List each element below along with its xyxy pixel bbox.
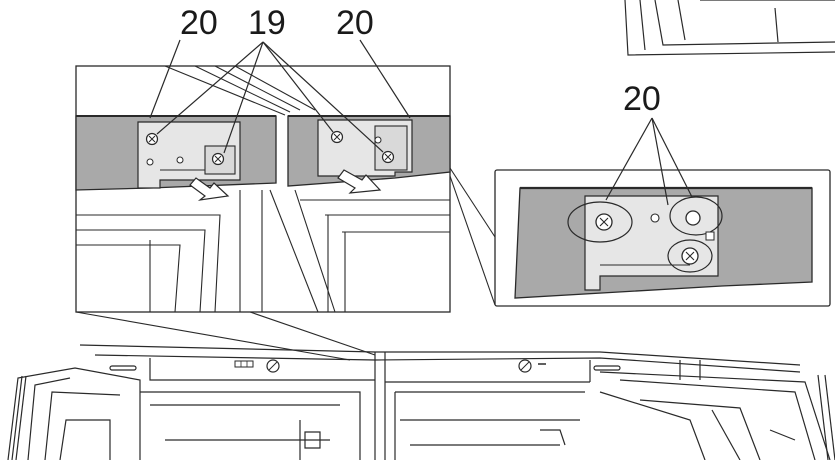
screw-icon — [211, 152, 225, 166]
projection-lines — [75, 311, 376, 361]
refrigerator-unit — [7, 344, 835, 460]
callout-20-right-panel: 20 — [336, 4, 374, 42]
callout-20-detail: 20 — [623, 80, 661, 118]
corner-view — [624, 0, 835, 56]
zoom-frame — [75, 65, 451, 313]
removal-arrow-icon — [337, 169, 382, 194]
screw-icon — [681, 247, 699, 265]
detail-view — [449, 167, 831, 307]
callout-20-left-panel: 20 — [180, 4, 218, 42]
detail-leader-lines — [605, 117, 693, 206]
screw-icon — [145, 132, 159, 146]
removal-arrow-icon — [189, 177, 230, 201]
screw-icon — [330, 130, 344, 144]
screw-icon — [381, 150, 395, 164]
screw-icon — [595, 213, 613, 231]
leader-lines — [149, 39, 411, 154]
control-indicators — [234, 359, 546, 373]
callout-19-screws: 19 — [248, 4, 286, 42]
